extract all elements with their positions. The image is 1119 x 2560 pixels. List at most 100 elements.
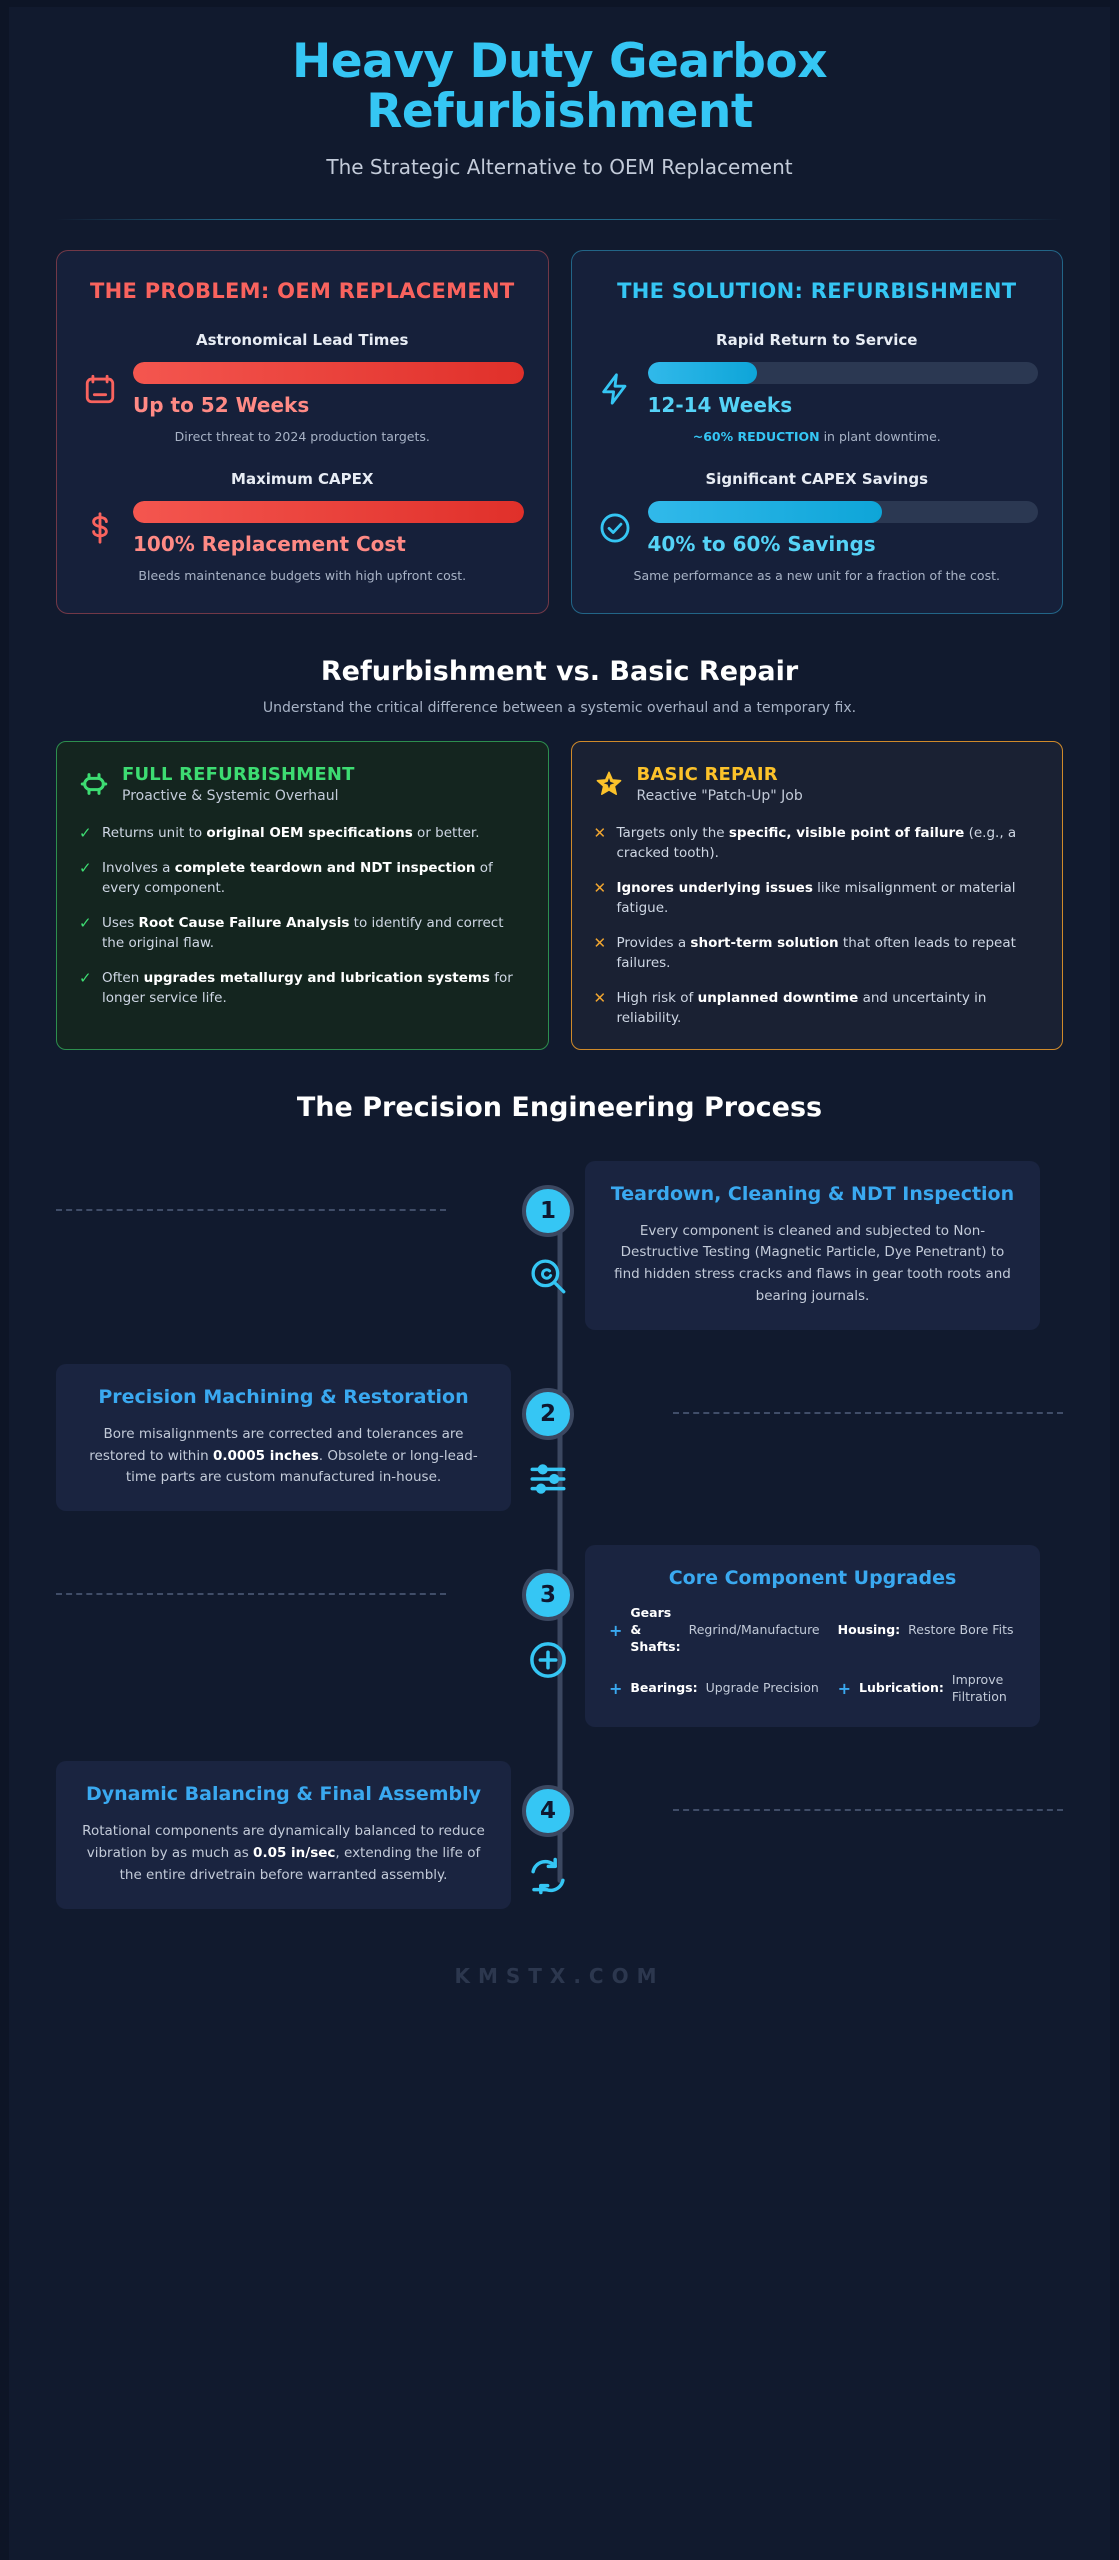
progress-bar <box>133 361 524 384</box>
item-pre: Provides a <box>616 934 691 951</box>
check-icon: ✓ <box>79 859 92 878</box>
process-step-3: 3 Core Component Upgrades +Gears & Shaft… <box>56 1545 1063 1728</box>
header-divider <box>56 218 1063 220</box>
cross-icon: ✕ <box>593 824 607 843</box>
item-post: for longer service life. <box>102 969 513 1006</box>
item-strong: specific, visible point of failure <box>728 825 965 842</box>
item-pre: Returns unit to <box>102 825 207 842</box>
balance-rotate-icon <box>527 1853 569 1899</box>
step-body-post: , extending the life of the entire drive… <box>119 1845 481 1883</box>
metric-value: 100% Replacement Cost <box>133 531 406 556</box>
metric-note-strong: ~60% REDUCTION <box>692 428 820 444</box>
star-icon <box>594 769 624 799</box>
item-strong: upgrades metallurgy and lubrication syst… <box>143 969 490 986</box>
timeline-dash <box>56 1593 446 1596</box>
metric-head: Astronomical Lead Times <box>196 330 409 349</box>
upgrade-value: Regrind/Manufacture <box>688 1621 820 1637</box>
process-step-1: 1 Teardown, Cleaning & NDT Inspection Ev… <box>56 1160 1063 1330</box>
upgrade-item: +Lubrication:Improve Filtration <box>838 1672 1016 1706</box>
basic-repair-card: BASIC REPAIR Reactive "Patch-Up" Job ✕ Ta… <box>570 741 1063 1050</box>
full-refurbishment-list: ✓ Returns unit to original OEM specificat… <box>79 824 526 1009</box>
problem-solution-section: THE PROBLEM: OEM REPLACEMENT Astronomica… <box>56 249 1063 615</box>
upgrade-key: Lubrication: <box>859 1680 944 1696</box>
metric-value: 12-14 Weeks <box>647 392 793 417</box>
step-title: Teardown, Cleaning & NDT Inspection <box>610 1182 1015 1205</box>
check-circle-icon <box>596 509 634 547</box>
item-post: of every component. <box>102 860 493 896</box>
comparison-title: Refurbishment vs. Basic Repair <box>320 656 799 688</box>
item-pre: Targets only the <box>616 825 729 842</box>
page-header: Heavy Duty Gearbox Refurbishment The Str… <box>56 7 1063 178</box>
timeline-dash <box>56 1208 446 1211</box>
plus-icon: + <box>609 1678 623 1698</box>
metric-return-to-service: Rapid Return to Service 12-14 Weeks <box>596 331 1038 446</box>
item-post: (e.g., a cracked tooth). <box>616 825 1017 862</box>
step-body: Rotational components are dynamically ba… <box>80 1821 487 1887</box>
solution-card: THE SOLUTION: REFURBISHMENT Rapid Return… <box>570 249 1063 615</box>
upgrade-grid: +Gears & Shafts:Regrind/Manufacture Hous… <box>609 1605 1016 1705</box>
step-title: Dynamic Balancing & Final Assembly <box>85 1783 482 1806</box>
step-title: Core Component Upgrades <box>668 1567 957 1590</box>
item-post: and uncertainty in reliability. <box>616 989 987 1026</box>
progress-bar <box>647 361 1038 384</box>
item-strong: Ignores underlying issues <box>616 880 813 896</box>
item-pre: High risk of <box>616 989 698 1006</box>
upgrade-value: Upgrade Precision <box>705 1680 819 1696</box>
step-body-pre: Bore misalignments are corrected and tol… <box>89 1425 464 1464</box>
progress-bar <box>647 500 1038 523</box>
problem-card: THE PROBLEM: OEM REPLACEMENT Astronomica… <box>56 249 549 615</box>
metric-head: Significant CAPEX Savings <box>705 469 929 488</box>
metric-value: 40% to 60% Savings <box>647 531 876 556</box>
metric-note: Same performance as a new unit for a fra… <box>633 567 1000 583</box>
metric-note: Bleeds maintenance budgets with high upf… <box>138 567 467 583</box>
upgrade-item: +Gears & Shafts:Regrind/Manufacture <box>609 1605 820 1656</box>
metric-capex: Maximum CAPEX 100% Replacement Cost <box>81 470 524 585</box>
step-number-badge: 4 <box>522 1785 574 1838</box>
metric-note-rest: in plant downtime. <box>819 428 941 444</box>
footer-watermark: KMSTX.COM <box>454 1963 665 1988</box>
cross-icon: ✕ <box>593 933 607 952</box>
list-item: ✕Provides a short-term solution that oft… <box>594 934 1041 974</box>
full-refurbishment-card: FULL REFURBISHMENT Proactive & Systemic … <box>56 741 549 1050</box>
metric-lead-times: Astronomical Lead Times Up to 52 Weeks <box>81 331 524 446</box>
sliders-icon <box>527 1456 569 1502</box>
step-number-badge: 3 <box>522 1569 574 1622</box>
item-strong: original OEM specifications <box>206 825 413 842</box>
item-strong: Root Cause Failure Analysis <box>138 914 350 931</box>
step-content: Core Component Upgrades +Gears & Shafts:… <box>585 1545 1040 1728</box>
gear-icon <box>79 769 109 799</box>
item-strong: unplanned downtime <box>697 989 859 1006</box>
item-post: like misalignment or material fatigue. <box>616 880 1016 916</box>
check-icon: ✓ <box>79 913 92 932</box>
item-strong: complete teardown and NDT inspection <box>174 860 476 877</box>
list-item: ✓Involves a complete teardown and NDT in… <box>79 859 526 899</box>
cross-icon: ✕ <box>593 879 607 897</box>
timeline-dash <box>673 1809 1063 1812</box>
metric-head: Maximum CAPEX <box>231 469 374 488</box>
upgrade-value: Restore Bore Fits <box>908 1621 1014 1637</box>
metric-value: Up to 52 Weeks <box>133 392 310 417</box>
basic-repair-title: BASIC REPAIR <box>636 764 778 786</box>
step-number-badge: 2 <box>522 1388 574 1440</box>
list-item: ✓Returns unit to original OEM specificat… <box>79 824 526 844</box>
basic-repair-tag: Reactive "Patch-Up" Job <box>636 788 803 805</box>
metric-note: Direct threat to 2024 production targets… <box>174 428 430 444</box>
check-icon: ✓ <box>79 968 92 987</box>
step-body-pre: Rotational components are dynamically ba… <box>82 1823 485 1862</box>
process-timeline: 1 Teardown, Cleaning & NDT Inspection Ev… <box>56 1160 1063 1909</box>
item-pre: Often <box>102 969 144 986</box>
problem-card-title: THE PROBLEM: OEM REPLACEMENT <box>89 278 515 303</box>
step-body: Bore misalignments are corrected and tol… <box>80 1424 487 1490</box>
full-refurbishment-tag: Proactive & Systemic Overhaul <box>122 788 339 805</box>
step-content: Precision Machining & Restoration Bore m… <box>56 1364 511 1512</box>
plus-icon: + <box>609 1620 623 1640</box>
upgrade-item: +Bearings:Upgrade Precision <box>609 1672 820 1706</box>
list-item: ✕ Ignores underlying issues like misalign… <box>594 879 1041 919</box>
step-body-strong: 0.05 in/sec <box>253 1845 336 1862</box>
comparison-section: FULL REFURBISHMENT Proactive & Systemic … <box>56 741 1063 1050</box>
step-body: Every component is cleaned and subjected… <box>609 1221 1016 1308</box>
item-post: to identify and correct the original fla… <box>102 914 504 951</box>
item-strong: short-term solution <box>690 934 839 951</box>
metric-capex-savings: Significant CAPEX Savings 40% to 60% Sav… <box>596 469 1038 585</box>
